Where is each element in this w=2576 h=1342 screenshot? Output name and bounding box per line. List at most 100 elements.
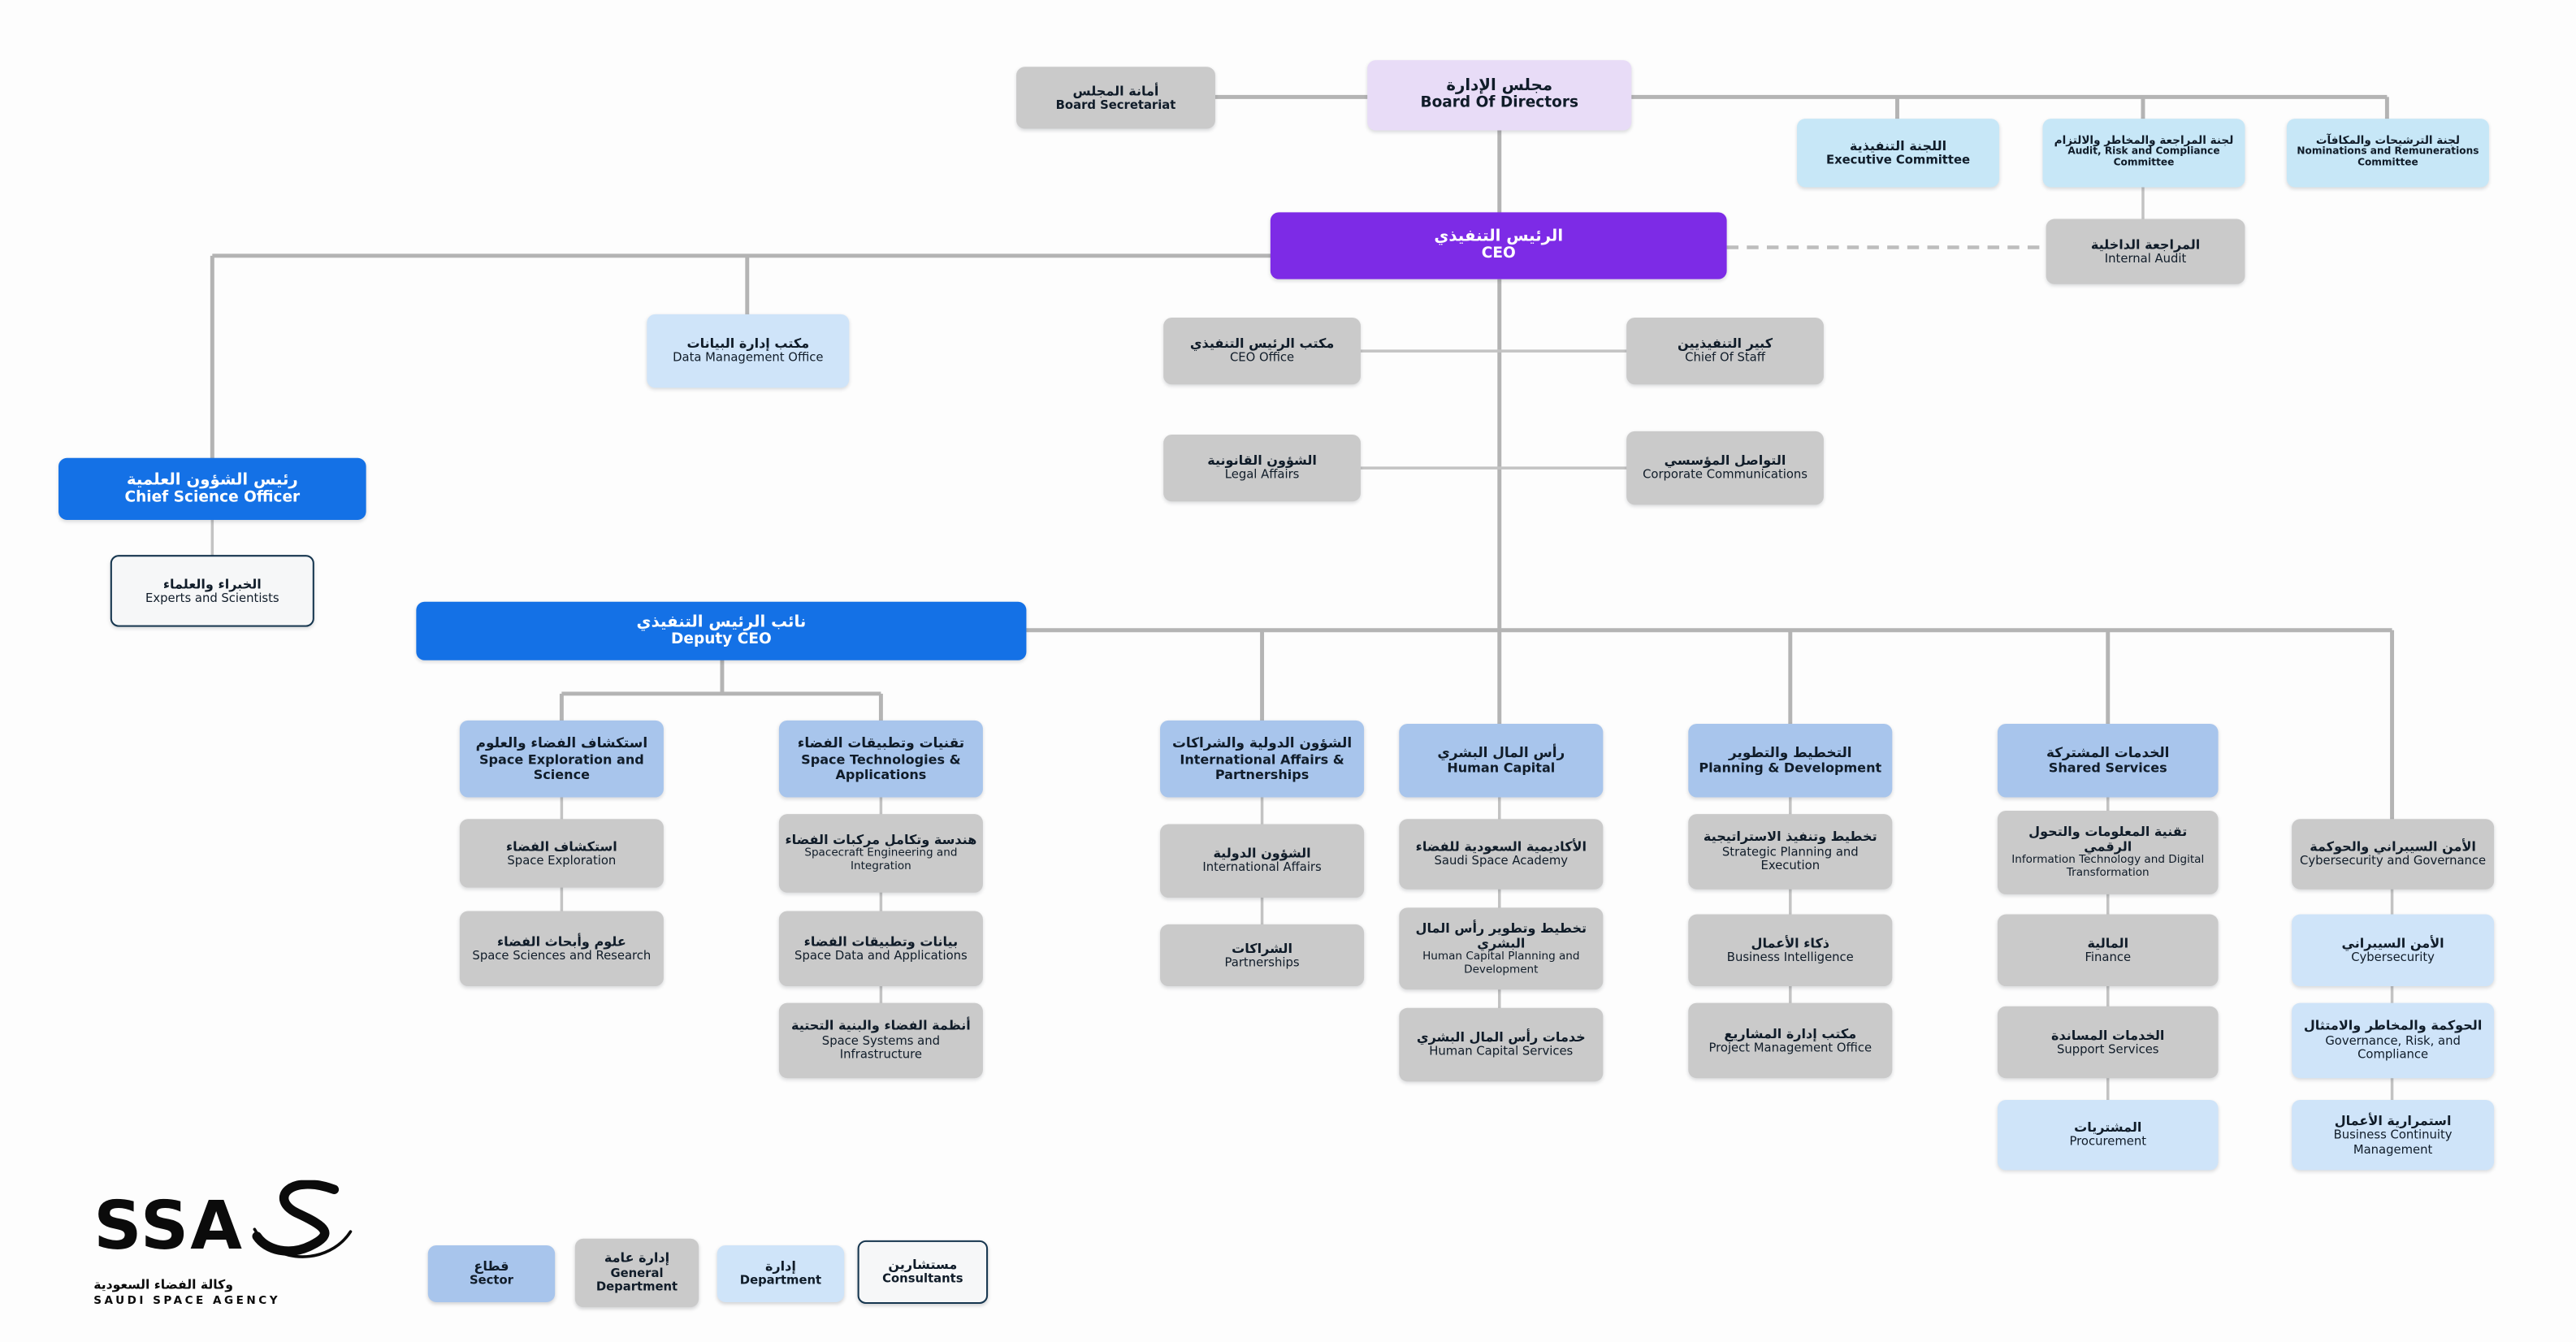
label-ar: الأمن السيبراني [2341,935,2444,951]
label-en: Project Management Office [1708,1039,1872,1055]
node-international-affairs-partnerships: الشؤون الدولية والشراكات International A… [1160,720,1365,798]
label-ar: رئيس الشؤون العلمية [126,470,298,489]
label-ar: المالية [2087,935,2129,951]
node-space-technologies-applications: تقنيات وتطبيقات الفضاء Space Technologie… [778,720,983,798]
node-human-capital: رأس المال البشري Human Capital [1399,723,1604,798]
label-ar: الرئيس التنفيذي [1434,227,1564,246]
label-ar: استكشاف الفضاء [505,838,617,854]
node-space-exploration: استكشاف الفضاء Space Exploration [459,819,664,888]
label-ar: الشؤون القانونية [1207,452,1317,469]
node-audit-risk-compliance-committee: لجنة المراجعة والمخاطر والالتزام Audit, … [2042,119,2245,188]
label-ar: تخطيط وتطوير رأس المال البشري [1415,920,1587,951]
label-en: Nominations and Remunerations Committee [2297,147,2479,170]
label-ar: كبير التنفيذيين [1678,336,1773,352]
node-nominations-remunerations-committee: لجنة الترشيحات والمكافآت Nominations and… [2286,119,2489,188]
node-space-systems-and-infrastructure: أنظمة الفضاء والبنية التحتية Space Syste… [778,1002,983,1079]
label-en: Cybersecurity and Governance [2300,853,2487,868]
label-ar: لجنة الترشيحات والمكافآت [2315,132,2460,147]
node-experts-and-scientists: الخبراء والعلماء Experts and Scientists [110,555,314,627]
label-en: Space Exploration and Science [478,751,644,782]
label-en: Business Intelligence [1726,949,1854,964]
label-ar: اللجنة التنفيذية [1849,138,1947,154]
label-en: Legal Affairs [1224,466,1300,483]
legend-department: إدارة Department [717,1245,845,1302]
node-cybersecurity-and-governance: الأمن السيبراني والحوكمة Cybersecurity a… [2292,819,2495,890]
node-procurement: المشتريات Procurement [1997,1099,2219,1171]
label-ar: الحوكمة والمخاطر والامتثال [2303,1019,2483,1034]
ssa-logo-swoosh-icon [252,1180,352,1258]
node-data-management-office: مكتب إدارة البيانات Data Management Offi… [647,314,850,388]
label-en: Board Secretariat [1055,97,1176,112]
label-en: Chief Of Staff [1685,349,1765,366]
node-project-management-office: مكتب إدارة المشاريع Project Management O… [1688,1002,1893,1079]
label-ar: التخطيط والتطوير [1729,742,1852,760]
ssa-logo-name-arabic: وكالة الفضاء السعودية [93,1277,233,1292]
label-en: General Department [595,1264,678,1294]
node-corporate-communications: التواصل المؤسسي Corporate Communications [1626,431,1824,505]
label-ar: خدمات رأس المال البشري [1416,1029,1586,1045]
label-ar: الشؤون الدولية [1213,846,1311,862]
label-ar: مكتب إدارة البيانات [686,336,810,352]
node-business-intelligence: ذكاء الأعمال Business Intelligence [1688,914,1893,987]
label-en: Space Sciences and Research [472,947,652,963]
label-ar: إدارة عامة [604,1251,670,1266]
label-en: Deputy CEO [671,631,772,649]
label-ar: الخدمات المساندة [2051,1027,2165,1043]
node-partnerships: الشراكات Partnerships [1160,924,1365,987]
label-en: Cybersecurity [2351,949,2435,964]
node-deputy-ceo: نائب الرئيس التنفيذي Deputy CEO [416,601,1027,660]
node-ceo: الرئيس التنفيذي CEO [1270,212,1727,279]
label-en: Planning & Development [1699,760,1882,777]
node-spacecraft-engineering-integration: هندسة وتكامل مركبات الفضاء Spacecraft En… [778,814,983,893]
label-ar: قطاع [474,1258,509,1275]
label-en: Human Capital Planning and Development [1422,949,1580,976]
node-planning-development: التخطيط والتطوير Planning & Development [1688,723,1893,798]
label-en: Chief Science Officer [124,489,301,507]
label-ar: الشراكات [1232,940,1292,956]
label-en: International Affairs [1202,859,1322,875]
label-en: Corporate Communications [1643,466,1808,483]
node-internal-audit: المراجعة الداخلية Internal Audit [2046,219,2245,284]
label-ar: نائب الرئيس التنفيذي [636,613,807,631]
label-ar: تقنية المعلومات والتحول الرقمي [2028,824,2188,855]
label-ar: إدارة [764,1258,796,1275]
label-ar: أمانة المجلس [1072,83,1159,98]
label-en: Department [739,1272,822,1288]
label-ar: استمرارية الأعمال [2334,1113,2452,1128]
label-en: Data Management Office [673,349,824,366]
node-human-capital-planning-development: تخطيط وتطوير رأس المال البشري Human Capi… [1399,907,1604,990]
ssa-logo: SSA وكالة الفضاء السعودية SAUDI SPACE AG… [93,1180,403,1308]
ssa-logo-text: SSA [93,1188,244,1266]
ssa-logo-name-english: SAUDI SPACE AGENCY [93,1293,281,1308]
label-ar: الأمن السيبراني والحوكمة [2310,839,2476,855]
label-ar: مكتب الرئيس التنفيذي [1189,336,1335,352]
label-ar: مكتب إدارة المشاريع [1724,1025,1857,1041]
label-en: Business Continuity Management [2333,1127,2453,1157]
label-en: Information Technology and Digital Trans… [2011,853,2205,880]
node-executive-committee: اللجنة التنفيذية Executive Committee [1797,119,2000,188]
node-business-continuity-management: استمرارية الأعمال Business Continuity Ma… [2292,1099,2495,1171]
label-en: Governance, Risk, and Compliance [2325,1032,2461,1062]
label-ar: المراجعة الداخلية [2090,236,2201,253]
node-space-sciences-and-research: علوم وأبحاث الفضاء Space Sciences and Re… [459,911,664,987]
label-en: Sector [469,1272,513,1288]
label-en: Strategic Planning and Execution [1721,843,1859,873]
node-chief-science-officer: رئيس الشؤون العلمية Chief Science Office… [58,457,366,520]
label-en: Human Capital [1447,760,1556,777]
node-space-exploration-and-science: استكشاف الفضاء والعلوم Space Exploration… [459,720,664,798]
label-en: Human Capital Services [1429,1043,1574,1059]
node-shared-services: الخدمات المشتركة Shared Services [1997,723,2219,798]
label-ar: مستشارين [888,1257,958,1273]
label-ar: الأكاديمية السعودية للفضاء [1415,839,1587,855]
label-en: Saudi Space Academy [1434,853,1569,868]
label-en: Space Systems and Infrastructure [821,1032,940,1062]
label-en: Audit, Risk and Compliance Committee [2067,147,2220,170]
node-saudi-space-academy: الأكاديمية السعودية للفضاء Saudi Space A… [1399,819,1604,890]
label-en: Shared Services [2048,760,2167,777]
label-en: Space Technologies & Applications [801,751,961,782]
label-en: Spacecraft Engineering and Integration [804,846,958,873]
label-ar: التواصل المؤسسي [1664,452,1786,469]
label-ar: الشؤون الدولية والشراكات [1171,734,1353,751]
node-board-of-directors: مجلس الإدارة Board Of Directors [1367,60,1632,131]
